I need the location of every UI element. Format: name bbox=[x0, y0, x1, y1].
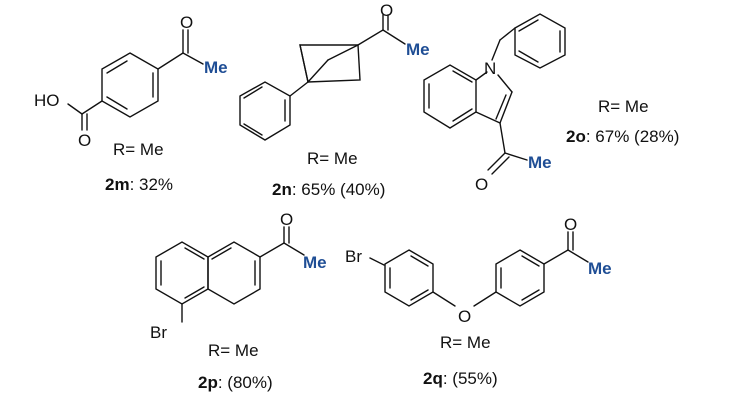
atom-me: Me bbox=[204, 58, 228, 77]
r-label-2q: R= Me bbox=[440, 333, 491, 352]
atom-o: O bbox=[564, 215, 577, 234]
compound-id: 2o bbox=[566, 127, 586, 146]
r-label-2p: R= Me bbox=[208, 341, 259, 360]
compound-id: 2p bbox=[198, 373, 218, 392]
structure-2p: Br O Me bbox=[150, 210, 327, 342]
structure-2o: N O Me bbox=[423, 13, 566, 194]
atom-br: Br bbox=[150, 323, 167, 342]
atom-o: O bbox=[180, 13, 193, 32]
compound-id: 2m bbox=[105, 175, 130, 194]
atom-o: O bbox=[78, 131, 91, 150]
r-label-2o: R= Me bbox=[598, 97, 649, 116]
yield-value: : 32% bbox=[130, 175, 173, 194]
atom-o: O bbox=[380, 1, 393, 20]
compound-id: 2q bbox=[423, 369, 443, 388]
atom-o: O bbox=[475, 175, 488, 194]
yield-value: : (80%) bbox=[218, 373, 273, 392]
atom-n: N bbox=[484, 59, 496, 78]
yield-value: : 65% (40%) bbox=[292, 180, 386, 199]
compound-id: 2n bbox=[272, 180, 292, 199]
atom-o: O bbox=[280, 210, 293, 229]
r-label-2n: R= Me bbox=[307, 149, 358, 168]
atom-br: Br bbox=[345, 247, 362, 266]
yield-value: : 67% (28%) bbox=[586, 127, 680, 146]
yield-2n: 2n: 65% (40%) bbox=[272, 180, 385, 199]
yield-2o: 2o: 67% (28%) bbox=[566, 127, 679, 146]
structure-2n: O Me bbox=[239, 1, 430, 141]
structure-2m: O Me HO O bbox=[34, 13, 228, 150]
atom-me: Me bbox=[303, 253, 327, 272]
structure-2q: Br O O Me bbox=[345, 215, 612, 326]
atom-ho: HO bbox=[34, 91, 60, 110]
atom-me: Me bbox=[406, 40, 430, 59]
yield-2m: 2m: 32% bbox=[105, 175, 173, 194]
yield-value: : (55%) bbox=[443, 369, 498, 388]
atom-o: O bbox=[458, 307, 471, 326]
yield-2p: 2p: (80%) bbox=[198, 373, 273, 392]
atom-me: Me bbox=[528, 153, 552, 172]
atom-me: Me bbox=[588, 259, 612, 278]
r-label-2m: R= Me bbox=[113, 140, 164, 159]
yield-2q: 2q: (55%) bbox=[423, 369, 498, 388]
